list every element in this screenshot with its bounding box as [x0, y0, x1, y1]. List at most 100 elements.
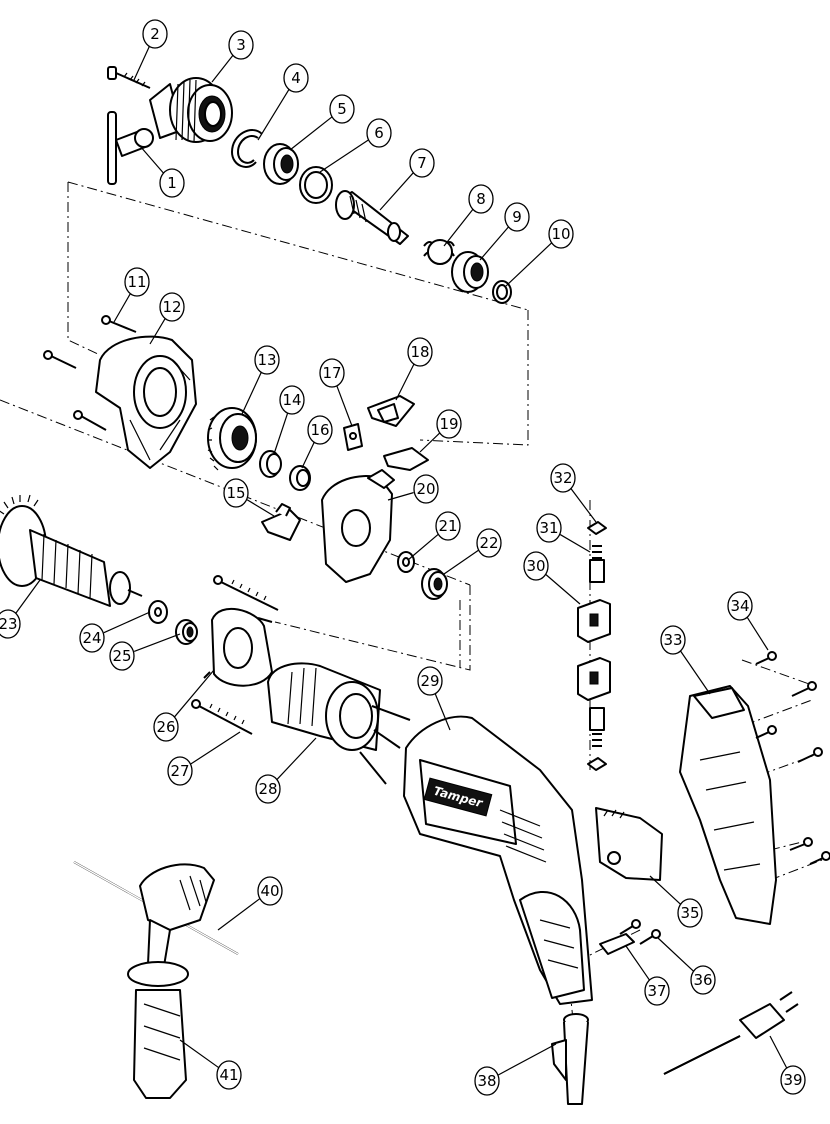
callout-32-brush-cap: 32 [550, 463, 597, 523]
callout-leader [149, 317, 166, 345]
callout-35-switch: 35 [649, 875, 703, 928]
stator [267, 662, 411, 785]
screw-27 [191, 575, 279, 735]
callout-number: 16 [310, 421, 329, 439]
callout-circle [436, 409, 462, 439]
callout-circle [727, 591, 753, 621]
callout-15-shift-plate: 15 [223, 478, 275, 517]
callout-circle [536, 513, 562, 543]
callout-number: 31 [539, 519, 558, 537]
callout-number: 15 [226, 484, 245, 502]
callout-leader [479, 226, 509, 261]
depth-gauge [73, 861, 239, 955]
callout-24-washer: 24 [79, 611, 151, 653]
callout-circle [283, 63, 309, 93]
keyless-chuck [149, 77, 233, 143]
callout-number: 5 [337, 100, 347, 118]
retaining-ring [492, 280, 512, 304]
callout-leader [246, 499, 275, 517]
callout-16-needle-bearing: 16 [301, 415, 333, 469]
callout-leader [319, 139, 369, 173]
callout-number: 39 [783, 1071, 802, 1089]
cord-clamp [599, 933, 635, 955]
callout-circle [307, 415, 333, 445]
callout-number: 23 [0, 615, 18, 633]
callout-number: 17 [322, 364, 341, 382]
callout-4-circlip: 4 [257, 63, 309, 141]
circlip [231, 129, 263, 168]
callout-circle [550, 463, 576, 493]
shift-plate [261, 503, 301, 541]
callout-leader [217, 898, 260, 931]
callout-leader [545, 574, 581, 605]
callout-circle [0, 609, 21, 639]
screw-11 [43, 315, 137, 431]
callout-number: 26 [156, 718, 175, 736]
callout-37-cord-clamp: 37 [625, 945, 670, 1006]
needle-bearing [289, 465, 311, 491]
callout-number: 40 [260, 882, 279, 900]
callout-20-inner-cover: 20 [387, 474, 439, 504]
callout-leader [625, 945, 651, 981]
callout-number: 13 [257, 351, 276, 369]
callout-circle [79, 623, 105, 653]
callout-leader [434, 692, 451, 731]
callout-leader [139, 145, 164, 174]
o-ring [299, 166, 333, 204]
callout-circle [223, 478, 249, 508]
callout-36-screw: 36 [657, 937, 716, 995]
callout-number: 14 [282, 391, 301, 409]
callout-18-switch-knob: 18 [395, 337, 433, 401]
callout-number: 1 [167, 174, 177, 192]
callout-leader [443, 208, 474, 247]
callout-number: 2 [150, 25, 160, 43]
callout-circle [417, 666, 443, 696]
callout-circle [474, 1066, 500, 1096]
callout-circle [660, 625, 686, 655]
callout-38-cord-guard: 38 [474, 1043, 557, 1096]
callout-circle [109, 641, 135, 671]
callout-leader [190, 731, 241, 765]
ratchet-washer [259, 450, 282, 478]
callout-number: 35 [680, 904, 699, 922]
knob-cover [383, 447, 429, 471]
callout-leader [379, 172, 414, 211]
cord-guard [551, 1013, 589, 1105]
switch [595, 807, 663, 881]
callout-leader [173, 669, 215, 718]
callout-19-knob-cover: 19 [419, 409, 462, 453]
callout-leader [289, 116, 333, 151]
motor-housing: Tamper [403, 715, 593, 1005]
auxiliary-handle [127, 919, 189, 1099]
callout-circle [409, 148, 435, 178]
callout-circle [153, 712, 179, 742]
callout-leader [559, 534, 591, 553]
callout-leader [570, 488, 597, 523]
callout-leader [241, 371, 263, 415]
power-cord [663, 991, 799, 1075]
callout-number: 22 [479, 534, 498, 552]
ball-bearing-9 [451, 251, 489, 293]
callout-circle [407, 337, 433, 367]
callout-3-keyless-chuck: 3 [211, 30, 254, 83]
callout-22-ball-bearing: 22 [443, 528, 502, 575]
armature [0, 494, 143, 607]
callout-leader [211, 54, 234, 83]
output-spindle [335, 190, 409, 245]
callout-number: 20 [416, 480, 435, 498]
callout-circle [523, 551, 549, 581]
callout-40-depth-gauge: 40 [217, 876, 283, 931]
callout-leader [679, 650, 711, 695]
callout-circle [255, 774, 281, 804]
callout-leader [113, 292, 132, 323]
callout-circle [780, 1065, 806, 1095]
callout-26-baffle: 26 [153, 669, 215, 742]
callout-41-auxiliary-handle: 41 [179, 1039, 242, 1090]
callout-number: 12 [162, 298, 181, 316]
callout-28-stator: 28 [255, 737, 317, 804]
callout-circle [435, 511, 461, 541]
callout-34-screw: 34 [727, 591, 769, 651]
callout-circle [124, 267, 150, 297]
callout-circle [548, 219, 574, 249]
inner-cover [321, 469, 395, 583]
